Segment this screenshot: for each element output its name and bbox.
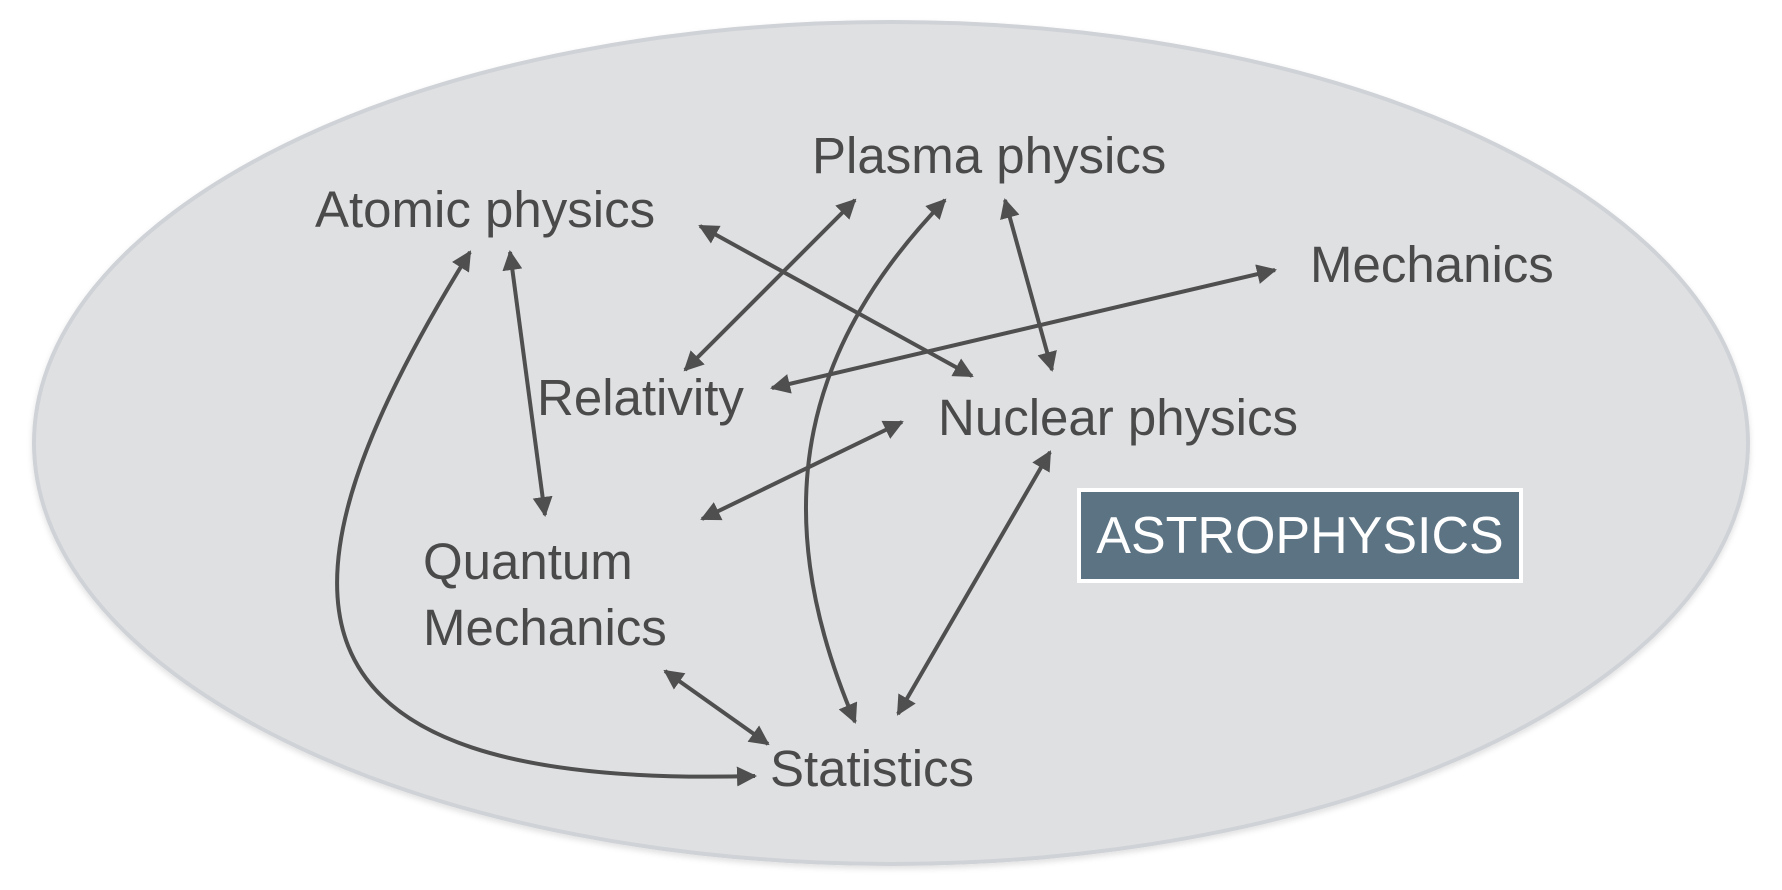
node-statistics: Statistics — [770, 740, 974, 797]
edge-quantum-statistics — [663, 669, 770, 746]
node-atomic-physics: Atomic physics — [315, 181, 655, 238]
node-nuclear-physics: Nuclear physics — [938, 389, 1298, 446]
title-box-background — [1077, 488, 1523, 583]
edges — [335, 198, 1277, 787]
node-relativity: Relativity — [537, 369, 744, 426]
edge-nuclear-statistics — [896, 450, 1052, 716]
nodes: Atomic physics Plasma physics Mechanics … — [315, 127, 1554, 797]
edge-atomic-statistics — [335, 250, 757, 787]
node-mechanics: Mechanics — [1310, 236, 1554, 293]
node-quantum-mechanics-line2: Mechanics — [423, 599, 667, 656]
node-quantum-mechanics-line1: Quantum — [423, 533, 633, 590]
edge-quantum-nuclear — [700, 420, 904, 521]
title-box-label: ASTROPHYSICS — [1096, 507, 1503, 565]
edge-relativity-mechanics — [770, 264, 1277, 394]
node-plasma-physics: Plasma physics — [812, 127, 1166, 184]
astrophysics-title-box: ASTROPHYSICS — [1077, 488, 1523, 583]
